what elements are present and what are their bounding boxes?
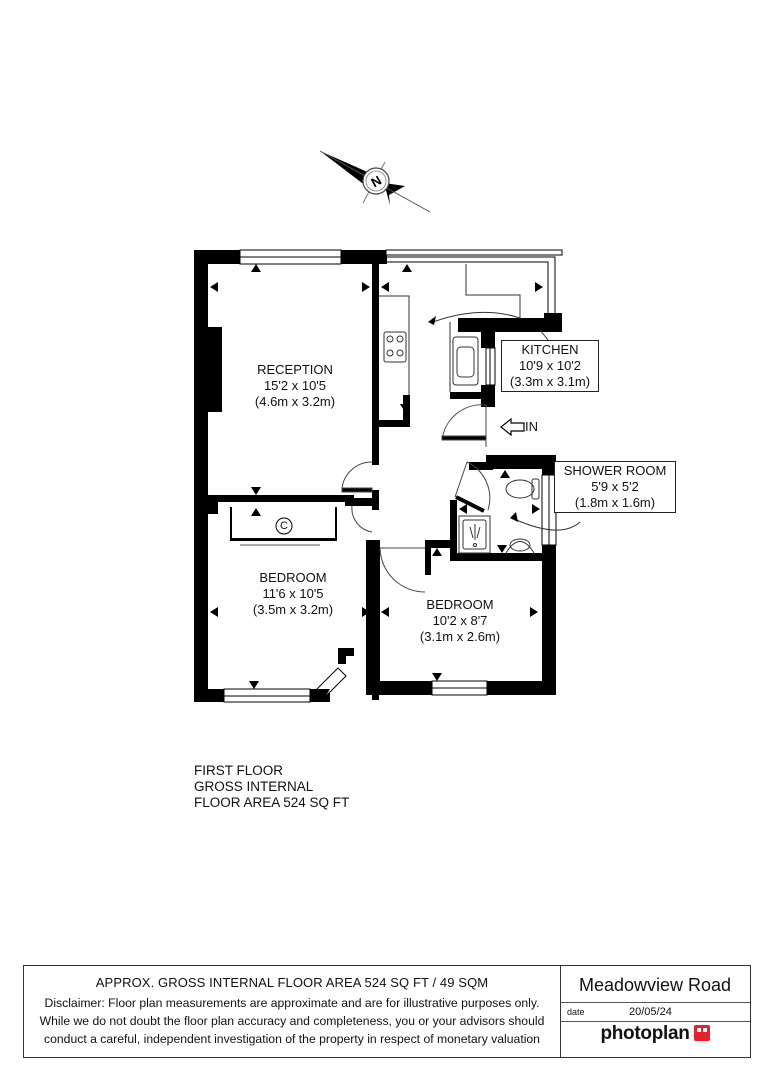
footer-property-section: Meadowview Road date 20/05/24 photoplan <box>560 966 750 1057</box>
date-row: date 20/05/24 <box>560 1003 750 1022</box>
room-name: RECEPTION <box>257 362 333 377</box>
floor-area-value: FLOOR AREA 524 SQ FT <box>194 795 350 810</box>
room-label-kitchen: KITCHEN 10'9 x 10'2 (3.3m x 3.1m) <box>501 340 599 392</box>
room-name: KITCHEN <box>521 342 579 357</box>
room-dimensions-imperial: 10'9 x 10'2 <box>518 358 582 373</box>
walls <box>194 250 562 702</box>
room-name: BEDROOM <box>259 570 327 585</box>
logo-text: photoplan <box>600 1023 690 1044</box>
room-label-bedroom-2: BEDROOM 10'2 x 8'7 (3.1m x 2.6m) <box>395 597 525 645</box>
floor-plan-drawing: N <box>194 150 581 703</box>
room-dimensions-imperial: 10'2 x 8'7 <box>432 613 488 628</box>
room-dimensions-imperial: 5'9 x 5'2 <box>591 479 639 494</box>
room-dimensions-metric: (3.5m x 3.2m) <box>252 602 334 617</box>
disclaimer-line: conduct a careful, independent investiga… <box>44 1032 540 1046</box>
entrance-label: IN <box>525 419 538 434</box>
kitchen-fittings <box>379 264 521 395</box>
gross-area-title: APPROX. GROSS INTERNAL FLOOR AREA 524 SQ… <box>95 975 489 990</box>
date-value: 20/05/24 <box>629 1006 672 1018</box>
cupboard-icon <box>275 517 293 535</box>
disclaimer-text: Disclaimer: Floor plan measurements are … <box>24 994 560 1048</box>
room-name: BEDROOM <box>426 597 494 612</box>
doors <box>240 404 491 593</box>
room-dimensions-imperial: 11'6 x 10'5 <box>262 586 324 601</box>
floor-info: FIRST FLOOR GROSS INTERNAL FLOOR AREA 52… <box>194 763 349 811</box>
cupboard-symbol: C <box>280 520 288 532</box>
callout-leaders <box>539 329 549 341</box>
floor-name: FIRST FLOOR <box>194 763 284 778</box>
room-label-shower-room: SHOWER ROOM 5'9 x 5'2 (1.8m x 1.6m) <box>554 461 676 513</box>
room-dimensions-metric: (4.6m x 3.2m) <box>254 394 336 409</box>
footer-panel: APPROX. GROSS INTERNAL FLOOR AREA 524 SQ… <box>23 965 751 1058</box>
photoplan-logo: photoplan <box>560 1023 750 1045</box>
room-label-reception: RECEPTION 15'2 x 10'5 (4.6m x 3.2m) <box>230 362 360 410</box>
date-label: date <box>567 1007 585 1017</box>
room-name: SHOWER ROOM <box>563 463 667 478</box>
north-arrow-icon: N <box>319 150 431 213</box>
room-dimensions-metric: (1.8m x 1.6m) <box>574 495 656 510</box>
disclaimer-line: Disclaimer: Floor plan measurements are … <box>44 996 540 1010</box>
room-dimensions-metric: (3.1m x 2.6m) <box>419 629 501 644</box>
room-dimensions-imperial: 15'2 x 10'5 <box>263 378 327 393</box>
disclaimer-line: While we do not doubt the floor plan acc… <box>39 1014 545 1028</box>
property-address: Meadowview Road <box>560 966 750 1003</box>
room-dimensions-metric: (3.3m x 3.1m) <box>509 374 591 389</box>
footer-disclaimer-section: APPROX. GROSS INTERNAL FLOOR AREA 524 SQ… <box>24 966 561 1057</box>
entrance-arrow-icon <box>500 417 525 437</box>
photoplan-logo-icon <box>693 1025 710 1041</box>
bathroom-fittings <box>458 478 581 554</box>
floor-area-label: GROSS INTERNAL <box>194 779 314 794</box>
measurement-markers <box>210 264 543 689</box>
room-label-bedroom-1: BEDROOM 11'6 x 10'5 (3.5m x 3.2m) <box>228 570 358 618</box>
